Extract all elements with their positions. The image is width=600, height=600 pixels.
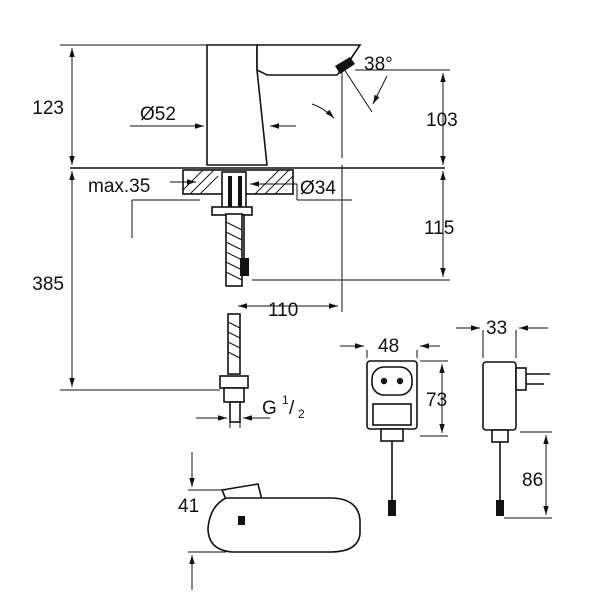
spout-top-view: 41 [178,452,361,590]
dim-label-115: 115 [424,218,454,239]
dim-label-48: 48 [378,336,399,357]
dim-label-103: 103 [426,110,458,131]
spout-top-body [207,497,361,553]
dim-angle: 38° [311,54,393,158]
adapter-connector-side [496,500,504,516]
dim-spout-height: 103 [355,69,458,165]
dim-label-d34: Ø34 [300,178,336,199]
power-adapter-front: 48 73 [340,336,448,516]
dim-label-73: 73 [426,390,447,411]
sensor-tip [335,57,355,74]
faucet-body [206,44,268,166]
faucet-side-view [70,44,445,169]
adapter-connector-front [388,500,396,516]
dim-label-thread-den: 2 [298,407,305,421]
power-adapter-side: 33 86 [456,318,552,519]
dim-label-angle: 38° [364,54,393,75]
dim-label-110: 110 [268,300,298,321]
dim-below-deck: 115 [252,171,454,281]
sensor-connector [240,258,249,276]
dim-thread: G 1 / 2 [196,393,305,428]
dim-label-33: 33 [486,318,507,339]
dim-total-height: 385 [32,171,220,391]
dim-label-41: 41 [178,496,199,517]
dim-label-max35: max.35 [88,176,150,197]
dim-label-385: 385 [32,274,64,295]
dim-body-diameter: Ø52 [130,104,296,129]
dim-label-86: 86 [522,470,543,491]
dim-top-height: 123 [32,44,207,165]
plug-socket-face [371,366,413,396]
dim-max-thickness: max.35 [88,176,200,238]
lower-hose [227,313,241,375]
supply-hose [225,213,243,287]
dim-label-123: 123 [32,98,64,119]
dim-reach: 110 [238,165,343,321]
dim-label-thread-num: 1 [282,393,289,407]
deck-mounting [182,169,294,423]
dim-label-d52: Ø52 [140,104,176,125]
dim-label-thread-sep: / [289,398,295,419]
faucet-spout [256,44,362,76]
dim-label-thread-g: G [262,398,277,419]
dim-hole-diameter: Ø34 [250,178,352,201]
